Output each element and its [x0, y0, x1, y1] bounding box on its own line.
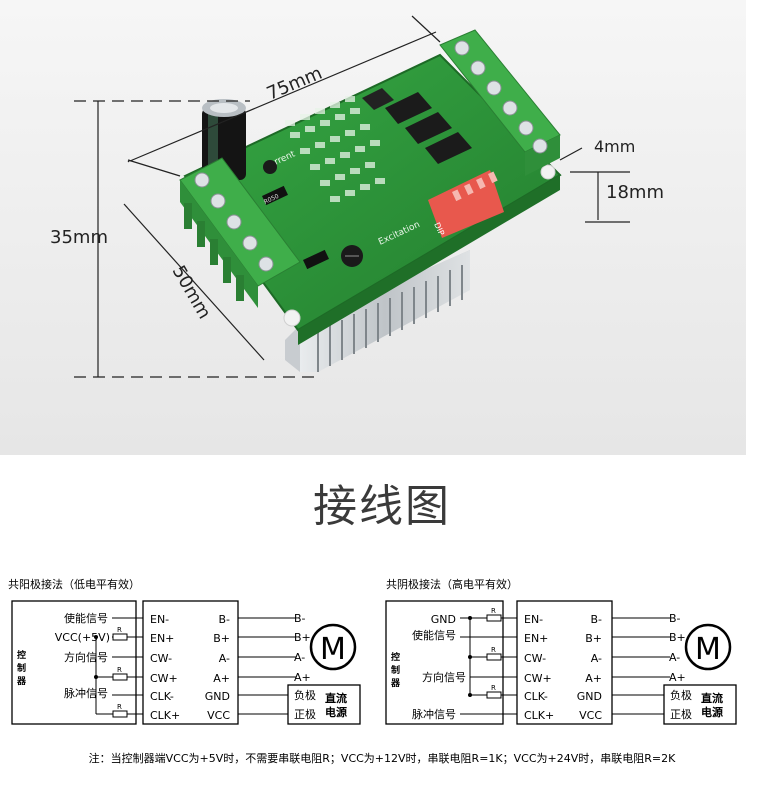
svg-text:直流: 直流 — [701, 691, 723, 705]
svg-text:R: R — [117, 666, 122, 674]
terminal-block-left — [179, 157, 301, 308]
svg-text:制: 制 — [17, 662, 26, 674]
svg-text:CLK-: CLK- — [524, 690, 548, 703]
dim-gap-label: 4mm — [594, 137, 635, 156]
right-psu-box — [663, 684, 737, 725]
svg-text:器: 器 — [16, 676, 27, 687]
svg-text:CW-: CW- — [524, 652, 546, 665]
left-controller-label: 控制器 — [16, 649, 27, 687]
left-driver-box — [142, 600, 239, 725]
svg-text:控: 控 — [391, 651, 400, 663]
left-input-vcc: VCC(+5V) — [55, 631, 110, 644]
svg-text:B-: B- — [590, 613, 602, 626]
svg-text:A+: A+ — [294, 671, 311, 684]
right-pin: GND — [205, 690, 230, 703]
terminal-block-right — [439, 29, 561, 176]
svg-text:VCC: VCC — [579, 709, 602, 722]
wiring-common-cathode: 共阴极接法（高电平有效） 控制器 GND 使能信号 方向信号 脉冲信号 EN- … — [385, 577, 737, 725]
svg-text:A-: A- — [669, 651, 680, 664]
svg-text:正极: 正极 — [294, 707, 316, 721]
left-pin: CLK- — [150, 690, 174, 703]
svg-text:EN-: EN- — [524, 613, 543, 626]
heatsink — [285, 250, 470, 372]
left-resistors — [112, 633, 128, 718]
right-resistors — [486, 614, 502, 699]
product-photo: Current Excitation R050 DIP — [0, 0, 746, 455]
left-pin: CLK+ — [150, 709, 180, 722]
svg-text:器: 器 — [390, 678, 401, 689]
svg-text:A+: A+ — [585, 672, 602, 685]
svg-text:电源: 电源 — [325, 705, 347, 719]
right-input-gnd: GND — [431, 613, 456, 626]
left-input-pulse: 脉冲信号 — [64, 686, 108, 700]
right-pin: VCC — [207, 709, 230, 722]
svg-text:负极: 负极 — [294, 688, 316, 702]
left-pin: CW- — [150, 652, 172, 665]
svg-text:GND: GND — [577, 690, 602, 703]
dip-switch — [428, 170, 504, 238]
svg-text:CLK+: CLK+ — [524, 709, 554, 722]
svg-text:电源: 电源 — [701, 705, 723, 719]
svg-text:A-: A- — [591, 652, 602, 665]
right-input-direction: 方向信号 — [422, 670, 466, 684]
wiring-common-anode: 共阳极接法（低电平有效） 控制器 使能信号 VCC(+5V) 方向信号 脉冲信号… — [8, 577, 361, 725]
resistor-r050 — [261, 185, 288, 206]
dim-heatsink-label: 18mm — [606, 182, 664, 203]
svg-text:控: 控 — [17, 649, 26, 661]
svg-text:CW+: CW+ — [524, 672, 552, 685]
svg-text:A+: A+ — [669, 671, 686, 684]
svg-text:B-: B- — [669, 612, 681, 625]
left-pin: EN- — [150, 613, 169, 626]
svg-text:B+: B+ — [585, 632, 602, 645]
right-motor-symbol — [684, 623, 732, 671]
left-input-enable: 使能信号 — [64, 611, 108, 625]
section-title: 接线图 — [313, 481, 451, 532]
left-psu-label: 直流 — [325, 691, 347, 705]
left-pin: CW+ — [150, 672, 178, 685]
svg-text:R: R — [491, 684, 496, 692]
right-input-pulse: 脉冲信号 — [412, 707, 456, 721]
left-pin: EN+ — [150, 632, 174, 645]
svg-text:正极: 正极 — [670, 707, 692, 721]
svg-text:B+: B+ — [294, 631, 311, 644]
svg-text:R: R — [491, 646, 496, 654]
right-pin: A- — [219, 652, 230, 665]
svg-text:R: R — [117, 626, 122, 634]
left-controller-box — [11, 600, 137, 725]
left-heading: 共阳极接法（低电平有效） — [8, 577, 140, 591]
left-psu-box — [287, 684, 361, 725]
svg-text:M: M — [695, 632, 721, 667]
svg-text:M: M — [320, 632, 346, 667]
dimension-lines — [74, 15, 630, 378]
svg-text:B+: B+ — [669, 631, 686, 644]
svg-text:EN+: EN+ — [524, 632, 548, 645]
svg-text:负极: 负极 — [670, 688, 692, 702]
right-controller-box — [385, 600, 504, 725]
left-motor-symbol — [309, 623, 357, 671]
svg-text:A-: A- — [294, 651, 305, 664]
svg-text:R: R — [491, 607, 496, 615]
wiring-diagrams: 共阳极接法（低电平有效） 控制器 使能信号 VCC(+5V) 方向信号 脉冲信号… — [8, 577, 737, 765]
right-controller-label: 控制器 — [390, 651, 401, 689]
left-input-direction: 方向信号 — [64, 650, 108, 664]
right-input-enable: 使能信号 — [412, 628, 456, 642]
svg-text:R: R — [117, 703, 122, 711]
right-pin: B+ — [213, 632, 230, 645]
right-pin: A+ — [213, 672, 230, 685]
dim-height-label: 35mm — [50, 227, 108, 248]
right-heading: 共阴极接法（高电平有效） — [386, 577, 518, 591]
right-pin: B- — [218, 613, 230, 626]
svg-text:制: 制 — [391, 664, 400, 676]
right-driver-box — [516, 600, 613, 725]
svg-text:B-: B- — [294, 612, 306, 625]
footnote: 注：当控制器端VCC为+5V时，不需要串联电阻R；VCC为+12V时，串联电阻R… — [89, 751, 676, 765]
